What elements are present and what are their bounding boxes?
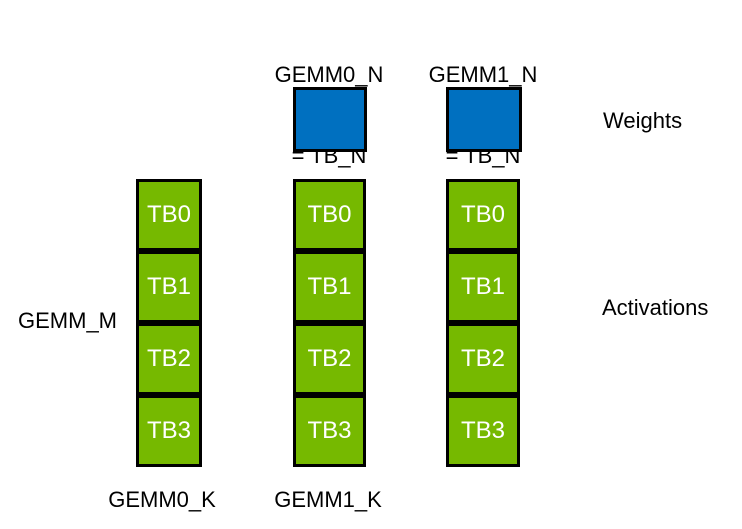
thread-block-cell: TB3: [446, 395, 520, 467]
weight-tile-gemm0: [293, 87, 367, 152]
thread-block-cell: TB0: [136, 179, 202, 251]
thread-block-cell: TB3: [293, 395, 366, 467]
thread-block-cell: TB0: [293, 179, 366, 251]
label-weights: Weights: [603, 108, 683, 133]
label-gemm0-k: GEMM0_K: [108, 487, 216, 512]
label-activations: Activations: [602, 295, 709, 320]
thread-block-cell: TB1: [293, 251, 366, 323]
activation-column-1: TB0 TB1 TB2 TB3: [293, 179, 366, 467]
label-gemm0-n: GEMM0_N = TB_N: [219, 7, 439, 223]
thread-block-cell: TB0: [446, 179, 520, 251]
label-gemm1-n-line1: GEMM1_N: [428, 62, 538, 87]
thread-block-cell: TB2: [136, 323, 202, 395]
activation-column-0: TB0 TB1 TB2 TB3: [136, 179, 202, 467]
thread-block-cell: TB1: [446, 251, 520, 323]
weight-tile-gemm1: [446, 87, 522, 152]
thread-block-cell: TB2: [293, 323, 366, 395]
thread-block-cell: TB1: [136, 251, 202, 323]
label-gemm1-k: GEMM1_K: [274, 487, 382, 512]
thread-block-cell: TB3: [136, 395, 202, 467]
label-gemm0-n-line1: GEMM0_N: [274, 62, 384, 87]
activation-column-2: TB0 TB1 TB2 TB3: [446, 179, 520, 467]
thread-block-cell: TB2: [446, 323, 520, 395]
label-gemm-m: GEMM_M: [18, 308, 117, 333]
